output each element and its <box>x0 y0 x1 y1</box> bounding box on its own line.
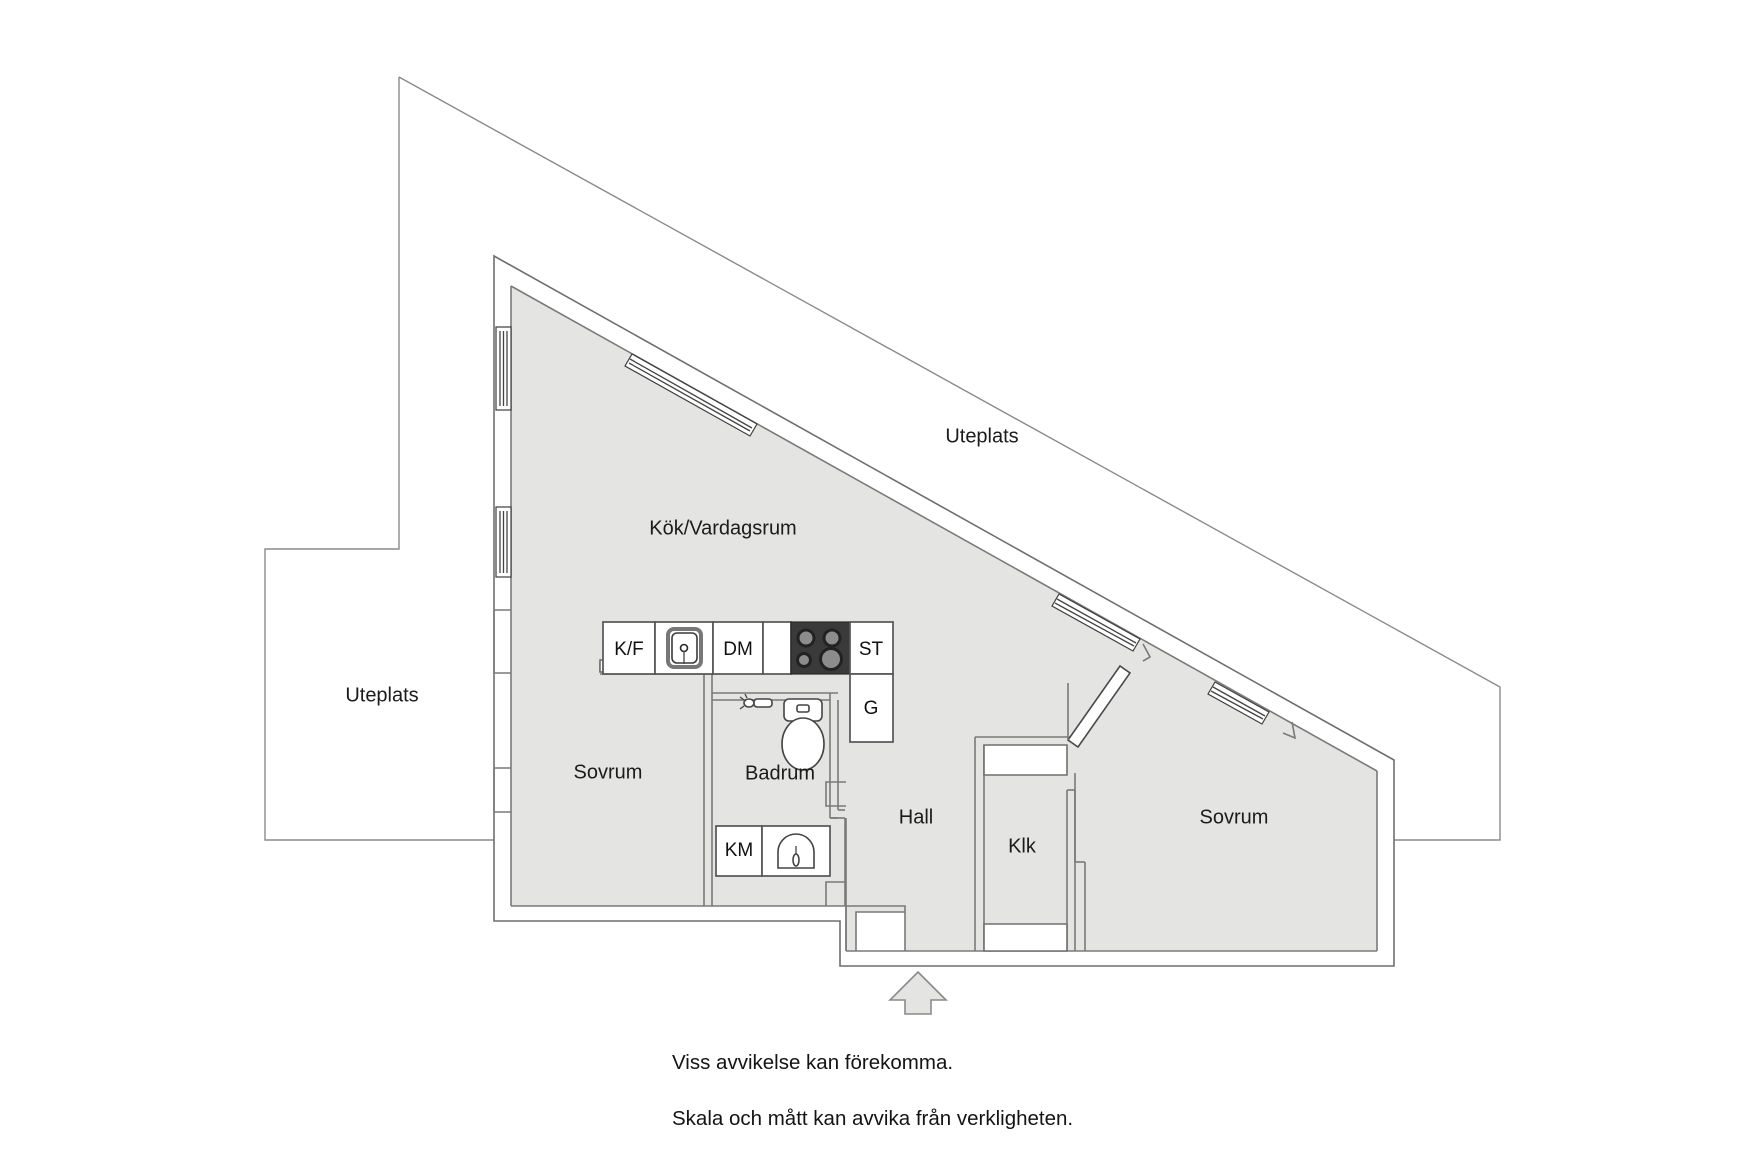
dishwasher-unit <box>712 621 764 675</box>
window-diagonal-1 <box>624 353 758 437</box>
caption-line-2: Skala och mått kan avvika från verklighe… <box>672 1107 1074 1130</box>
caption-line-1: Viss avvikelse kan förekomma. <box>672 1051 954 1074</box>
klk-door <box>1066 664 1132 749</box>
room-label-kok-vardagsrum: Kök/Vardagsrum <box>649 517 796 539</box>
window-diagonal-3 <box>1207 681 1270 725</box>
fridge-freezer-unit <box>602 621 656 675</box>
outdoor-label-uteplats-upper: Uteplats <box>945 425 1018 447</box>
room-label-sovrum-left: Sovrum <box>574 761 643 783</box>
appliance-label-g: G <box>864 698 879 719</box>
interior-floor-area <box>511 286 1377 951</box>
room-label-sovrum-right: Sovrum <box>1200 806 1269 828</box>
left-wall-openings <box>493 609 511 813</box>
window-diagonal-2 <box>1051 593 1141 652</box>
shower-mixer-icon <box>739 693 773 710</box>
window-left-lower <box>495 506 512 578</box>
window-left-upper <box>495 326 512 411</box>
disclaimer-caption: Viss avvikelse kan förekomma. Skala och … <box>672 1021 1372 1161</box>
outdoor-label-uteplats-left: Uteplats <box>345 684 418 706</box>
toilet-icon <box>781 698 825 771</box>
counter-blank <box>762 621 792 675</box>
room-label-klk: Klk <box>1008 835 1037 857</box>
room-label-hall: Hall <box>899 806 933 828</box>
appliance-label-dm: DM <box>723 639 753 660</box>
kitchen-counter: K/F DM ST G <box>599 621 894 743</box>
appliance-label-kf: K/F <box>614 639 644 660</box>
floor-plan-drawing: K/F DM ST G <box>264 76 1501 1015</box>
diagonal-wall-notches <box>1142 643 1297 740</box>
storage-closet-st <box>849 621 894 675</box>
room-label-badrum: Badrum <box>745 762 815 784</box>
appliance-label-km: KM <box>725 840 754 861</box>
floor-plan-canvas: K/F DM ST G <box>264 76 1501 1130</box>
washing-machine-km <box>715 825 763 877</box>
wardrobe-g <box>849 673 894 743</box>
hall-wall-steps <box>825 781 906 951</box>
uteplats-boundary <box>264 76 1501 841</box>
bathroom-fixtures: KM <box>715 693 831 877</box>
appliance-label-st: ST <box>859 639 884 660</box>
entry-arrow <box>888 970 948 1015</box>
washbasin-icon <box>777 833 815 869</box>
